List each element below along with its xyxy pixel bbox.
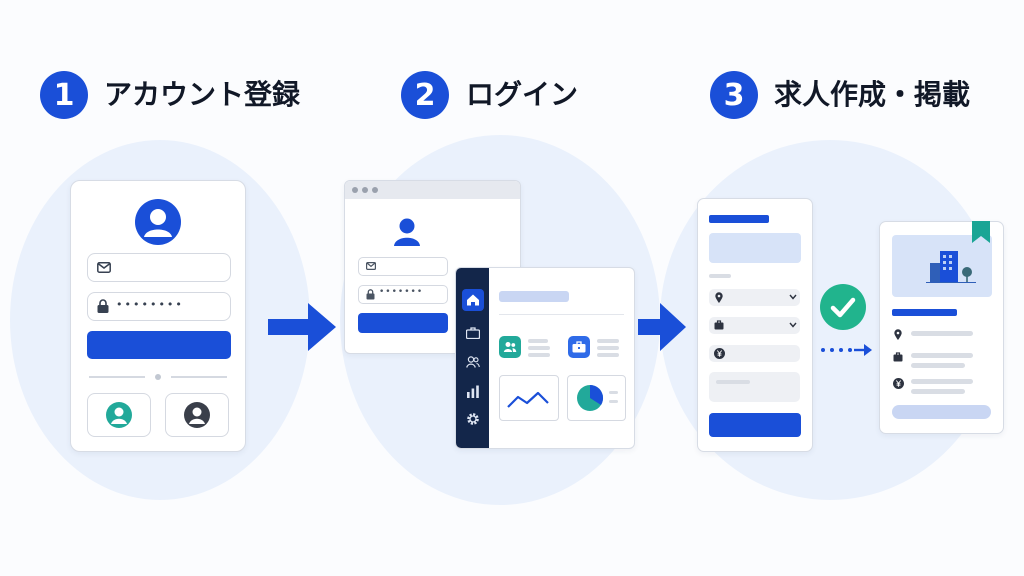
- form-image-field[interactable]: [709, 233, 801, 263]
- email-field[interactable]: [87, 253, 231, 282]
- user-avatar-icon: [135, 199, 181, 245]
- bookmark-icon: [972, 221, 990, 243]
- briefcase-icon: [893, 352, 903, 362]
- registration-card: ••••••••: [70, 180, 246, 452]
- check-circle-icon: [820, 284, 866, 330]
- form-label: [709, 274, 731, 278]
- bar-chart-icon[interactable]: [466, 385, 480, 398]
- pie-legend-2: [609, 400, 618, 403]
- line-chart-icon: [507, 391, 549, 408]
- job-type-text-1: [911, 353, 973, 358]
- window-dot-3: [372, 187, 378, 193]
- login-user-icon: [393, 217, 421, 247]
- window-dot-1: [352, 187, 358, 193]
- step-1-title: アカウント登録: [104, 78, 301, 111]
- window-titlebar: [345, 181, 520, 199]
- mail-icon: [366, 262, 376, 270]
- stat-text-2b: [597, 346, 619, 350]
- mail-icon: [97, 262, 111, 273]
- description-field[interactable]: [709, 372, 800, 402]
- dashboard-sidebar: [456, 268, 489, 448]
- chevron-down-icon: [789, 322, 797, 328]
- briefcase-icon[interactable]: [466, 327, 480, 339]
- gear-icon[interactable]: [466, 412, 480, 426]
- dashboard-divider: [499, 314, 624, 315]
- form-title-bar: [709, 215, 769, 223]
- pie-chart-widget: [567, 375, 626, 421]
- home-icon[interactable]: [462, 289, 484, 311]
- stat-text-1b: [528, 346, 550, 350]
- salary-field[interactable]: [709, 345, 800, 362]
- job-type-select[interactable]: [709, 317, 800, 334]
- step-3-badge: 3: [710, 71, 758, 119]
- location-select[interactable]: [709, 289, 800, 306]
- social-login-button-2[interactable]: [165, 393, 229, 437]
- divider-right: [171, 376, 227, 378]
- stat-text-2c: [597, 353, 619, 357]
- salary-text-2: [911, 389, 965, 394]
- stat-text-1a: [528, 339, 548, 343]
- users-icon[interactable]: [466, 356, 480, 368]
- arrow-right-icon: [268, 301, 338, 353]
- dashboard-header-bar: [499, 291, 569, 302]
- chevron-down-icon: [789, 294, 797, 300]
- location-pin-icon: [894, 329, 902, 340]
- stat-text-1c: [528, 353, 550, 357]
- password-mask: ••••••••: [116, 298, 184, 311]
- step-2-badge: 2: [401, 71, 449, 119]
- briefcase-icon: [714, 320, 724, 330]
- building-icon: [926, 249, 976, 283]
- step-1-badge: 1: [40, 71, 88, 119]
- login-button[interactable]: [358, 313, 448, 333]
- window-dot-2: [362, 187, 368, 193]
- description-placeholder: [716, 380, 750, 384]
- location-text: [911, 331, 973, 336]
- dashboard-window: [455, 267, 635, 449]
- step-2-title: ログイン: [466, 78, 579, 111]
- password-field[interactable]: ••••••••: [87, 292, 231, 321]
- arrow-right-icon: [638, 301, 688, 353]
- login-password-field[interactable]: •••••••: [358, 285, 448, 304]
- divider-left: [89, 376, 145, 378]
- job-type-text-2: [911, 363, 965, 368]
- jobs-stat-icon: [568, 336, 590, 358]
- yen-icon: [714, 348, 725, 359]
- stat-text-2a: [597, 339, 619, 343]
- dotted-arrow-icon: [820, 342, 876, 358]
- social-login-button-1[interactable]: [87, 393, 151, 437]
- line-chart-widget: [499, 375, 559, 421]
- apply-button[interactable]: [892, 405, 991, 419]
- submit-job-button[interactable]: [709, 413, 801, 437]
- social-login-teal-icon: [106, 402, 132, 428]
- social-login-dark-icon: [184, 402, 210, 428]
- lock-icon: [366, 289, 375, 300]
- step-3-title: 求人作成・掲載: [774, 78, 971, 111]
- pie-chart-icon: [575, 383, 605, 413]
- pie-legend-1: [609, 391, 618, 394]
- job-title-bar: [892, 309, 957, 316]
- password-mask: •••••••: [379, 287, 424, 297]
- yen-icon: [893, 378, 904, 389]
- divider-dot: [155, 374, 161, 380]
- salary-text-1: [911, 379, 973, 384]
- team-stat-icon: [499, 336, 521, 358]
- company-image: [892, 235, 992, 297]
- job-form-card: [697, 198, 813, 452]
- login-email-field[interactable]: [358, 257, 448, 276]
- published-job-card: [879, 221, 1004, 434]
- lock-icon: [97, 299, 109, 313]
- register-button[interactable]: [87, 331, 231, 359]
- location-pin-icon: [715, 292, 723, 303]
